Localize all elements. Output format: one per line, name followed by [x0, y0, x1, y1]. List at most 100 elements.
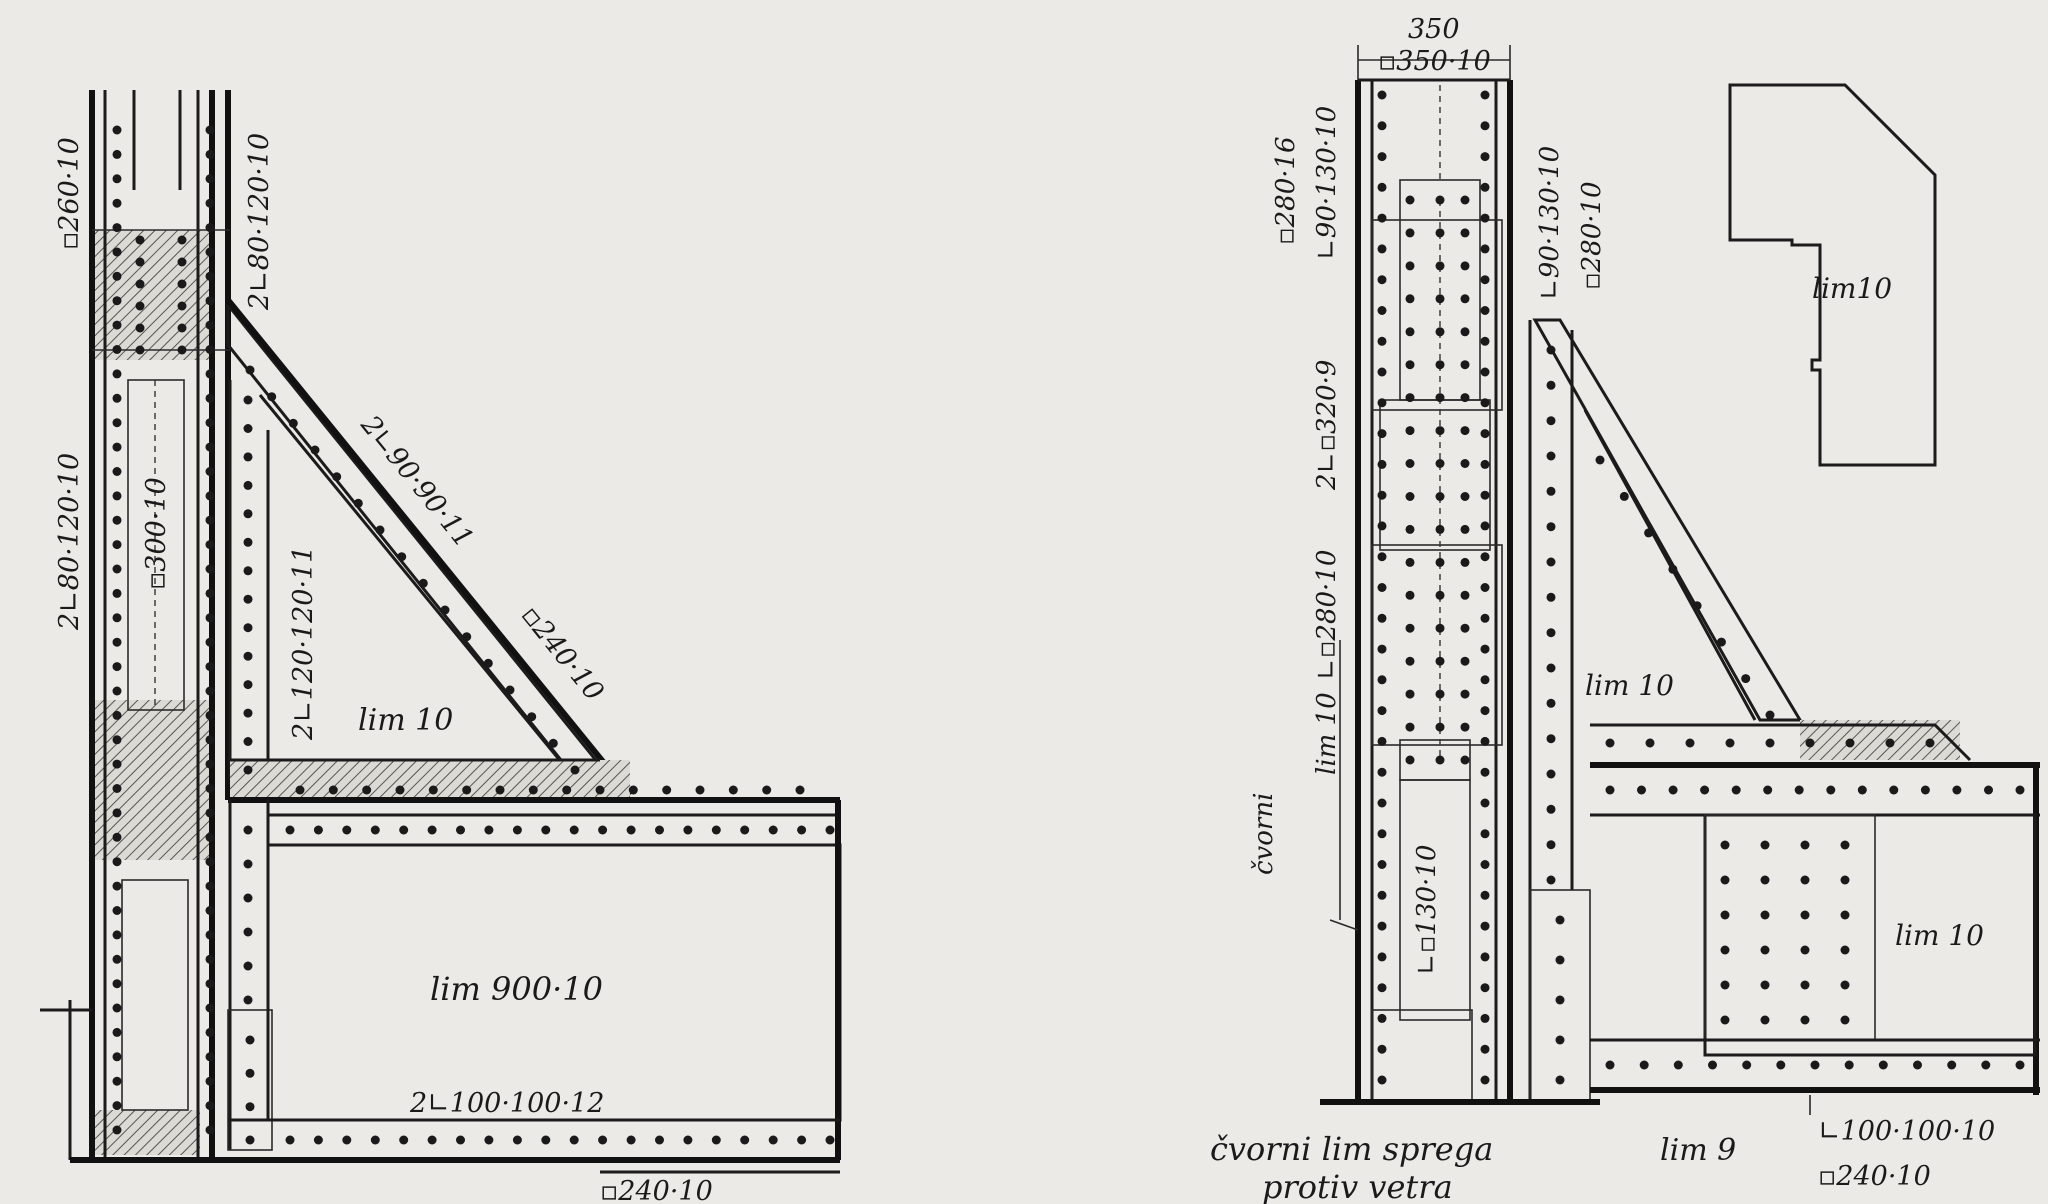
rivet	[177, 235, 187, 245]
rivet	[1480, 90, 1490, 100]
rivet	[1460, 393, 1470, 403]
rivet	[112, 174, 122, 184]
rivet	[1405, 492, 1415, 501]
rivet	[205, 418, 215, 428]
rivet	[295, 785, 305, 795]
label-angles-100: 2∟100·100·12	[409, 1088, 604, 1119]
rivet	[768, 825, 778, 835]
rivet	[177, 301, 187, 311]
rivet	[1480, 1075, 1490, 1085]
rivet	[177, 257, 187, 267]
rivet	[112, 1125, 122, 1135]
rivet	[797, 1135, 807, 1145]
rivet	[1435, 195, 1445, 205]
rivet	[1546, 698, 1556, 708]
rivet	[1708, 1060, 1717, 1070]
rivet	[655, 825, 664, 835]
rivet	[1377, 306, 1387, 315]
rivet	[362, 785, 372, 795]
rivet	[1405, 524, 1415, 534]
rivet	[711, 1135, 721, 1145]
right-detail	[1320, 45, 2040, 1115]
rivet	[1810, 1060, 1820, 1070]
rivet	[1460, 755, 1470, 765]
rivet	[1546, 592, 1556, 602]
label-angle-90-130-left: ∟90·130·10	[1312, 106, 1342, 260]
rivet	[1725, 738, 1735, 748]
rivet	[205, 637, 215, 647]
rivet	[205, 954, 215, 964]
rivet	[112, 857, 122, 867]
rivet	[205, 759, 215, 769]
rivet	[112, 149, 122, 159]
rivet	[205, 149, 215, 159]
label-caption-line2: protiv vetra	[1262, 1168, 1453, 1204]
rivet	[1760, 1015, 1770, 1025]
label-plate-130: ∟▫130·10	[1412, 845, 1442, 975]
rivet	[1480, 398, 1490, 408]
rivet	[112, 320, 122, 330]
rivet	[1720, 910, 1730, 920]
rivet	[1435, 524, 1445, 534]
rivet	[1480, 644, 1490, 654]
rivet	[135, 257, 145, 267]
rivet	[1700, 785, 1710, 795]
rivet	[595, 785, 605, 795]
rivet	[342, 1135, 352, 1145]
left-detail	[40, 90, 842, 1174]
rivet	[243, 537, 253, 547]
rivet	[1405, 722, 1415, 732]
rivet	[243, 995, 253, 1005]
rivet	[112, 540, 122, 550]
rivet	[1460, 590, 1470, 600]
rivet	[243, 594, 253, 604]
rivet	[1673, 1060, 1683, 1070]
rivet	[1480, 1013, 1490, 1023]
rivet	[243, 737, 253, 746]
rivet	[205, 1003, 215, 1013]
rivet	[1480, 429, 1490, 439]
rivet	[112, 1003, 122, 1013]
rivet	[1480, 675, 1490, 685]
rivet	[1546, 451, 1556, 461]
rivet	[1555, 1075, 1565, 1085]
rivet	[310, 445, 320, 455]
rivet	[112, 1076, 122, 1086]
rivet	[1546, 522, 1556, 532]
rivet	[205, 393, 215, 403]
rivet	[418, 578, 428, 588]
rivet	[112, 808, 122, 818]
rivet	[112, 1101, 122, 1111]
rivet	[1720, 840, 1730, 850]
rivet	[483, 658, 493, 668]
rivet	[456, 825, 465, 835]
rivet	[205, 296, 215, 306]
rivet	[112, 588, 122, 598]
rivet	[112, 710, 122, 720]
rivet	[1377, 798, 1387, 808]
label-top-350-10: ▫350·10	[1378, 46, 1491, 77]
rivet	[1435, 689, 1445, 699]
rivet	[177, 323, 187, 333]
rivet	[1555, 955, 1565, 965]
rivet	[135, 235, 145, 245]
label-plate-240-diag: ▫240·10	[515, 600, 610, 707]
label-plate-280-right: ▫280·10	[1577, 181, 1607, 290]
rivet	[1546, 345, 1556, 355]
rivet	[1405, 294, 1415, 304]
rivet	[205, 1101, 215, 1111]
rivet	[177, 345, 187, 355]
label-plate-260: ▫260·10	[54, 137, 85, 250]
rivet	[1377, 459, 1387, 469]
rivet	[395, 785, 405, 795]
rivet	[1981, 1060, 1991, 1070]
rivet	[1377, 952, 1387, 962]
rivet	[112, 345, 122, 354]
rivet	[1857, 785, 1867, 795]
rivet	[205, 588, 215, 598]
rivet	[1840, 910, 1850, 920]
rivet	[353, 498, 363, 508]
rivet	[288, 418, 298, 428]
rivet	[570, 765, 580, 775]
rivet	[1595, 455, 1605, 465]
